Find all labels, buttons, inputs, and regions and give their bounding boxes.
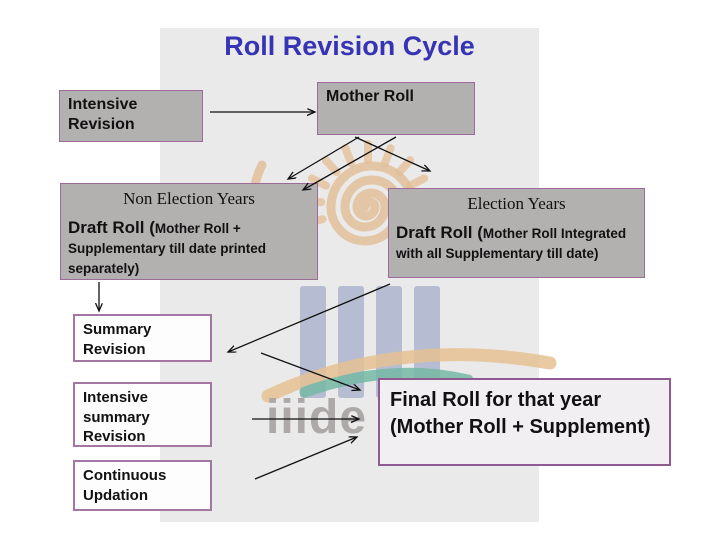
non-election-years-heading: Non Election Years: [123, 189, 255, 208]
non-election-draft-roll-detail: Mother Roll + Supplementary till date pr…: [68, 221, 267, 276]
election-years-heading: Election Years: [467, 194, 566, 213]
final-roll-label: Final Roll for that year (Mother Roll + …: [390, 389, 651, 438]
election-years-box: Election Years Draft Roll (Mother Roll I…: [388, 188, 645, 278]
mother-roll-box: Mother Roll: [317, 82, 475, 135]
summary-revision-box: Summary Revision: [73, 314, 212, 362]
final-roll-box: Final Roll for that year (Mother Roll + …: [378, 378, 671, 466]
intensive-revision-box: Intensive Revision: [59, 90, 203, 142]
election-years-body: Draft Roll (Mother Roll Integrated with …: [389, 214, 644, 264]
summary-revision-label: Summary Revision: [83, 321, 152, 358]
election-draft-roll-lead: Draft Roll (: [396, 223, 483, 242]
non-election-draft-roll-lead: Draft Roll (: [68, 218, 155, 237]
continuous-updation-box: Continuous Updation: [73, 460, 212, 511]
election-draft-roll-detail: Mother Roll Integrated with all Suppleme…: [396, 226, 627, 261]
intensive-summary-revision-box: Intensive summary Revision: [73, 382, 212, 447]
intensive-revision-label: Intensive Revision: [68, 96, 138, 133]
slide-title: Roll Revision Cycle: [224, 31, 475, 61]
watermark-text: iiide: [266, 391, 368, 444]
continuous-updation-label: Continuous Updation: [83, 467, 167, 504]
intensive-summary-revision-label: Intensive summary Revision: [83, 389, 150, 445]
non-election-years-body: Draft Roll (Mother Roll + Supplementary …: [61, 209, 317, 279]
mother-roll-label: Mother Roll: [326, 88, 414, 105]
non-election-years-box: Non Election Years Draft Roll (Mother Ro…: [60, 183, 318, 280]
